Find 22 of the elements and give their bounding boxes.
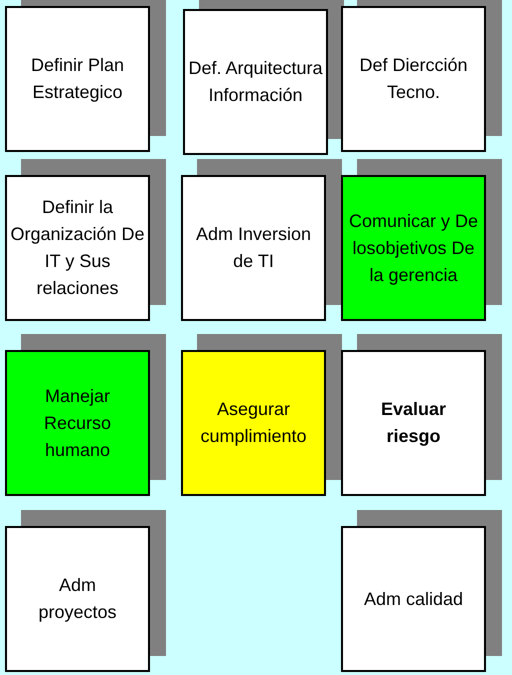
box-label: Def. Arquitectura Información xyxy=(187,57,324,107)
process-box xyxy=(181,175,326,321)
process-box xyxy=(341,350,486,496)
box-label: Comunicar y De losobjetivos De la gerencia xyxy=(348,210,480,287)
process-box xyxy=(5,526,150,672)
box-label: Def Diercción Tecno. xyxy=(358,54,468,104)
process-box xyxy=(341,175,486,321)
box-label: Adm Inversion de TI xyxy=(194,223,312,273)
process-box xyxy=(341,526,486,672)
box-label: Asegurar cumplimiento xyxy=(199,398,308,448)
box-label: Adm proyectos xyxy=(37,574,118,624)
box-label: Definir Plan Estrategico xyxy=(30,54,126,104)
process-box xyxy=(5,6,150,152)
box-label: Definir la Organización De IT y Sus relaciones xyxy=(9,196,146,300)
process-box xyxy=(341,6,486,152)
box-label: Manejar Recurso humano xyxy=(42,384,112,462)
process-box xyxy=(181,350,326,496)
process-box xyxy=(5,175,150,321)
box-label: Adm calidad xyxy=(364,588,464,610)
box-label: Evaluar riesgo xyxy=(380,398,448,448)
process-box xyxy=(183,9,328,155)
process-box xyxy=(5,350,150,496)
